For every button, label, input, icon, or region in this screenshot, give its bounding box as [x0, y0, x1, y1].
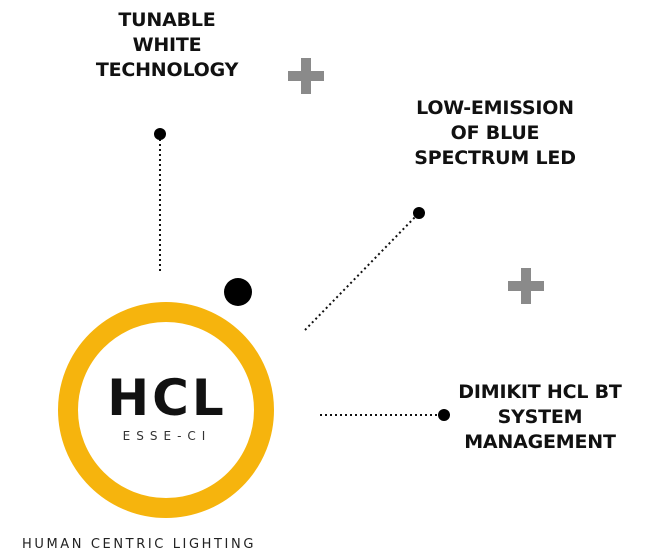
connector-dimikit-dot	[438, 409, 450, 421]
hcl-ring	[58, 302, 274, 518]
footer-tagline: HUMAN CENTRIC LIGHTING	[22, 537, 256, 552]
feature-label-line: DIMIKIT HCL BT	[458, 381, 622, 403]
feature-label-line: SYSTEM	[497, 406, 583, 428]
feature-label-line: OF BLUE	[450, 122, 540, 144]
connector-blue	[304, 212, 420, 331]
accent-dot	[224, 278, 252, 306]
connector-tunable-dot	[154, 128, 166, 140]
feature-label-tunable-white: TUNABLE WHITE TECHNOLOGY	[72, 8, 262, 83]
feature-label-line: WHITE	[132, 34, 202, 56]
connector-blue-dot	[413, 207, 425, 219]
feature-label-line: TECHNOLOGY	[95, 59, 239, 81]
feature-label-dimikit: DIMIKIT HCL BT SYSTEM MANAGEMENT	[440, 380, 640, 455]
feature-label-low-emission: LOW-EMISSION OF BLUE SPECTRUM LED	[395, 96, 595, 171]
feature-label-line: TUNABLE	[118, 9, 216, 31]
feature-label-line: SPECTRUM LED	[414, 147, 576, 169]
logo-title: HCL	[107, 369, 227, 427]
feature-label-line: LOW-EMISSION	[416, 97, 574, 119]
plus-icon	[508, 268, 544, 304]
logo-subtitle: ESSE-CI	[122, 429, 212, 443]
feature-label-line: MANAGEMENT	[464, 431, 616, 453]
plus-icon	[288, 58, 324, 94]
